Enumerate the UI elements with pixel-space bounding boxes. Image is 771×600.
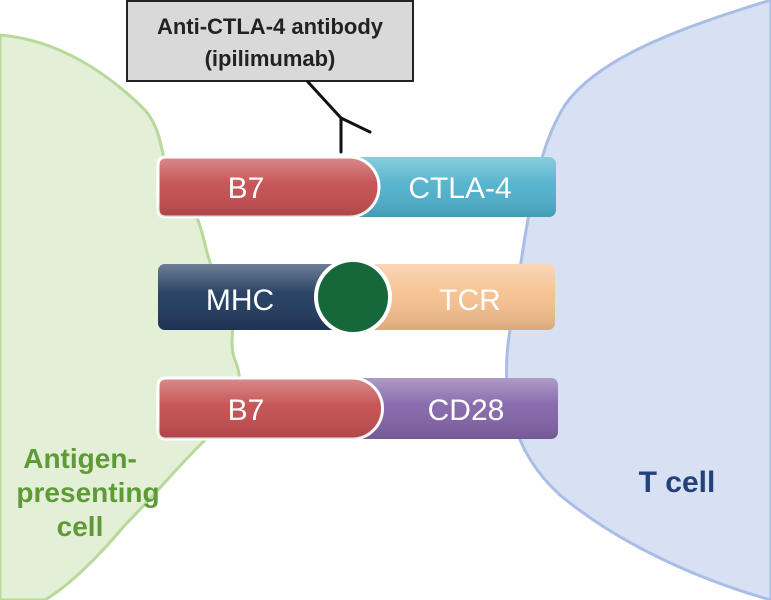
mhc-label: MHC <box>206 284 274 317</box>
b7-label-bottom: B7 <box>228 394 265 427</box>
tcr-label: TCR <box>439 284 501 317</box>
callout-line-1: Anti-CTLA-4 antibody <box>157 14 384 39</box>
ctla4-label: CTLA-4 <box>408 172 511 205</box>
cd28-label: CD28 <box>428 394 505 427</box>
apc-label-line-2: presenting <box>16 477 159 508</box>
apc-label-line-1: Antigen- <box>23 443 137 474</box>
b7-ctla4-pair: B7 CTLA-4 <box>156 155 556 219</box>
apc-label: Antigen- presenting cell <box>16 443 159 542</box>
t-cell-label: T cell <box>639 466 716 499</box>
mhc-tcr-pair: MHC TCR <box>158 258 555 336</box>
antigen-peptide <box>314 258 392 336</box>
b7-cd28-pair: B7 CD28 <box>156 376 558 441</box>
b7-label-top: B7 <box>228 172 265 205</box>
callout-box <box>126 0 414 82</box>
antibody-icon <box>306 80 372 154</box>
callout-line-2: (ipilimumab) <box>205 46 336 71</box>
apc-label-line-3: cell <box>57 511 104 542</box>
